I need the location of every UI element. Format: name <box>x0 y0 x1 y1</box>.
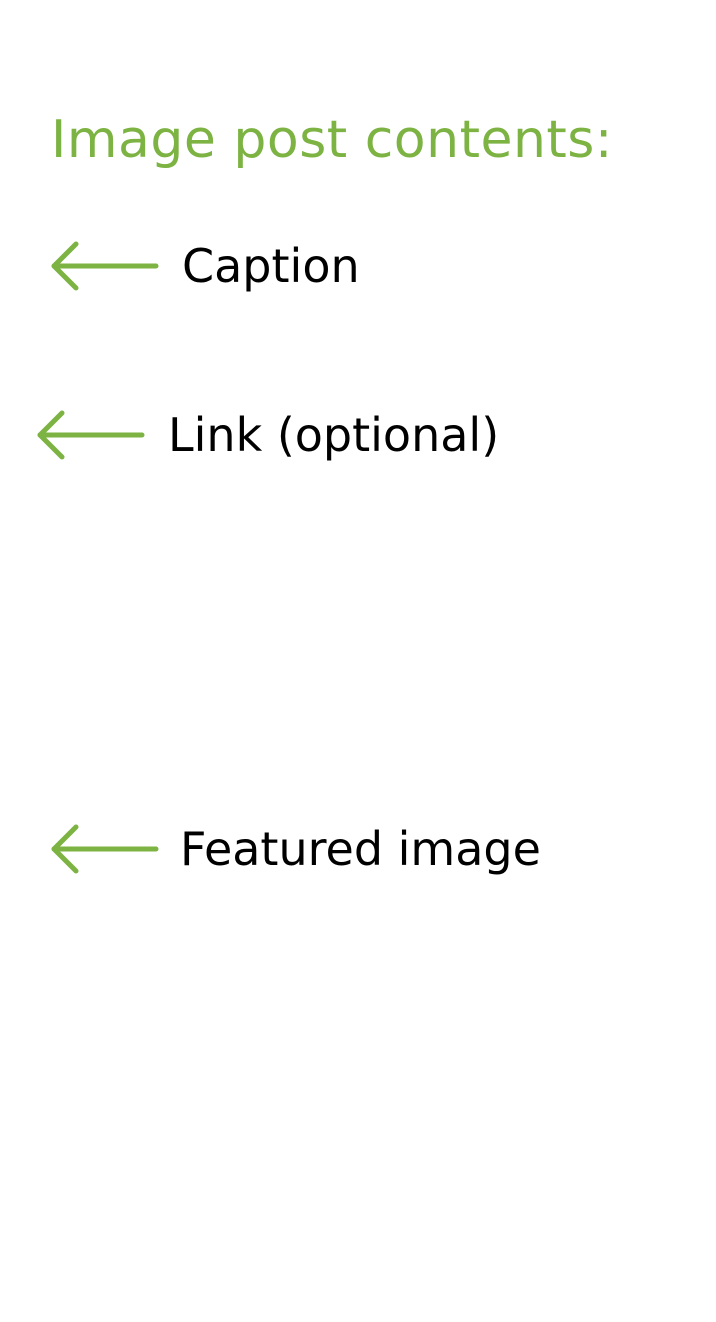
callout-link: Link (optional) <box>34 405 499 465</box>
callout-caption: Caption <box>48 236 360 296</box>
diagram-title: Image post contents: <box>51 110 613 170</box>
arrow-left-icon <box>48 239 160 293</box>
arrow-left-icon <box>48 822 160 876</box>
arrow-left-icon <box>34 408 146 462</box>
callout-label-featured-image: Featured image <box>180 822 541 876</box>
callout-featured-image: Featured image <box>48 819 541 879</box>
callout-label-caption: Caption <box>182 239 360 293</box>
callout-label-link: Link (optional) <box>168 408 500 462</box>
